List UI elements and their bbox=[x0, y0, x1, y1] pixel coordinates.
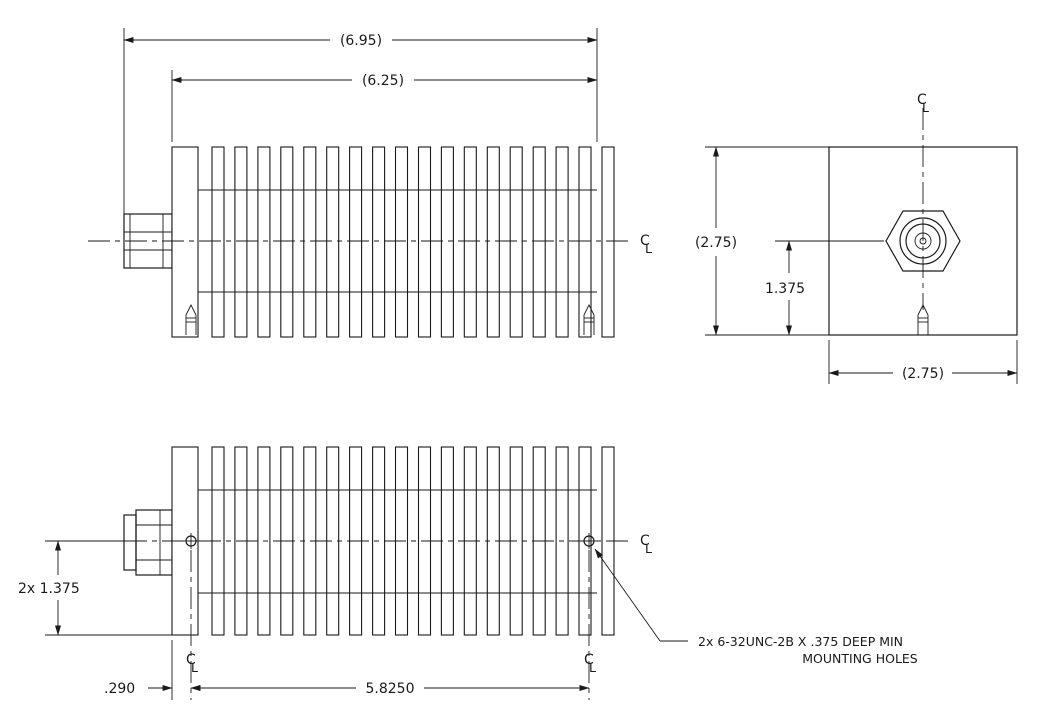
side-hole-left bbox=[183, 533, 199, 549]
svg-text:C: C bbox=[640, 533, 650, 549]
fin bbox=[349, 146, 363, 338]
fin bbox=[417, 146, 432, 338]
body-length-dimension: (6.25) bbox=[171, 73, 598, 89]
top-view: (6.95) (6.25) bbox=[88, 28, 652, 338]
end-width-dimension: (2.75) bbox=[828, 366, 1018, 382]
side-view: C L C L C L 2x 1.37 bbox=[18, 446, 918, 700]
fin bbox=[372, 146, 386, 338]
fin bbox=[211, 146, 225, 338]
svg-text:L: L bbox=[589, 660, 596, 675]
svg-text:C: C bbox=[917, 92, 927, 108]
side-n-connector bbox=[123, 509, 173, 576]
side-resistor-outline bbox=[198, 489, 597, 594]
hole-height-label: 2x 1.375 bbox=[18, 581, 80, 597]
note-line-2: MOUNTING HOLES bbox=[802, 651, 918, 666]
hole-left-cl-symbol: C L bbox=[186, 652, 198, 675]
mounting-hole-note: 2x 6-32UNC-2B X .375 DEEP MIN MOUNTING H… bbox=[595, 549, 918, 666]
center-height-label: 1.375 bbox=[765, 281, 805, 297]
overall-length-dimension: (6.95) bbox=[123, 33, 598, 49]
fin bbox=[394, 146, 409, 338]
fin bbox=[280, 146, 294, 338]
end-mounting-hole bbox=[917, 303, 929, 335]
fin bbox=[234, 146, 248, 338]
fin bbox=[555, 146, 569, 338]
note-line-1: 2x 6-32UNC-2B X .375 DEEP MIN bbox=[698, 634, 903, 649]
edge-offset-dimension: .290 bbox=[104, 681, 215, 697]
svg-text:L: L bbox=[645, 241, 652, 256]
fin bbox=[509, 146, 523, 338]
svg-text:L: L bbox=[645, 541, 652, 556]
centerline-symbol: C L bbox=[640, 233, 652, 256]
hole-right-cl-symbol: C L bbox=[584, 652, 596, 675]
end-width-label: (2.75) bbox=[902, 366, 944, 382]
resistor-outline bbox=[198, 189, 597, 293]
end-height-label: (2.75) bbox=[695, 235, 737, 251]
svg-text:C: C bbox=[186, 652, 196, 668]
overall-length-label: (6.95) bbox=[340, 33, 382, 49]
fin bbox=[440, 146, 454, 338]
fin bbox=[578, 146, 592, 338]
fin bbox=[532, 146, 546, 338]
fin bbox=[463, 146, 477, 338]
svg-text:C: C bbox=[640, 233, 650, 249]
fin bbox=[303, 146, 317, 338]
fin bbox=[326, 146, 340, 338]
end-centerline-symbol: C L bbox=[917, 92, 929, 115]
mounting-hole-right bbox=[583, 303, 595, 335]
fin bbox=[601, 146, 615, 338]
fin bbox=[486, 146, 500, 338]
end-view: C L (2.75) 1. bbox=[695, 92, 1018, 384]
fin bbox=[257, 146, 271, 338]
base-plate bbox=[171, 146, 199, 338]
hole-spacing-dimension: 5.8250 bbox=[190, 681, 590, 697]
end-height-dimension: (2.75) bbox=[695, 146, 737, 336]
heat-sink-fins bbox=[211, 146, 615, 338]
edge-offset-label: .290 bbox=[104, 681, 135, 697]
hole-spacing-label: 5.8250 bbox=[366, 681, 415, 697]
side-centerline-symbol: C L bbox=[640, 533, 652, 556]
connector-face bbox=[885, 210, 961, 272]
mounting-hole-left bbox=[185, 303, 197, 335]
hole-height-dimension: 2x 1.375 bbox=[18, 540, 80, 636]
svg-text:L: L bbox=[922, 100, 929, 115]
body-length-label: (6.25) bbox=[362, 73, 404, 89]
center-height-dimension: 1.375 bbox=[765, 240, 805, 336]
svg-text:L: L bbox=[191, 660, 198, 675]
svg-text:C: C bbox=[584, 652, 594, 668]
